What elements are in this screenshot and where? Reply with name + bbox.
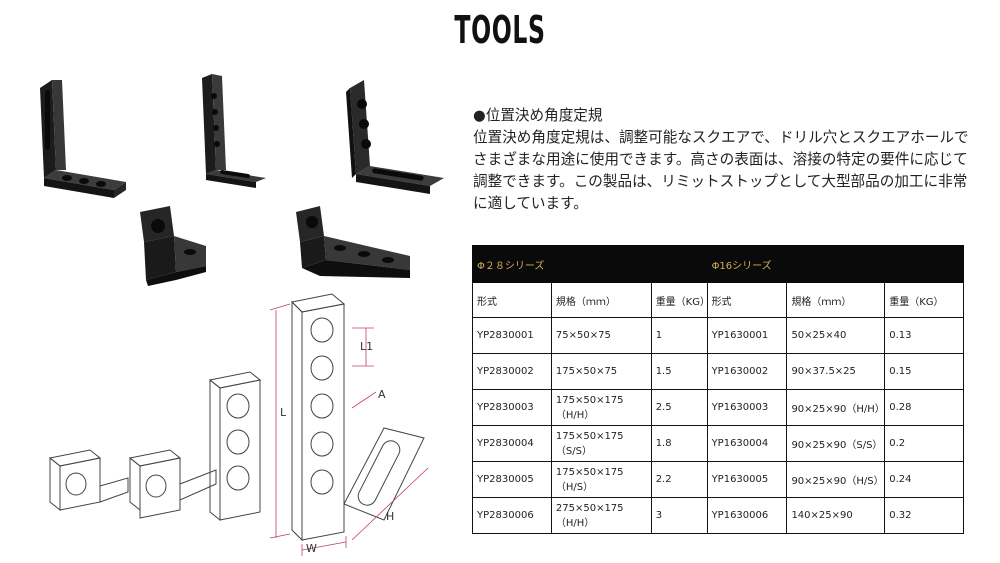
table-cell: 0.15	[884, 353, 964, 390]
spec-table: Φ２８シリーズ Φ16シリーズ 形式 規格（ｍｍ） 重量（KG） 形式 規格（ｍ…	[472, 245, 965, 534]
drawing-medium-block	[128, 449, 217, 519]
table-cell: 0.2	[884, 425, 964, 462]
dim-label-l1: L1	[360, 340, 373, 353]
col-header: 形式	[706, 282, 788, 318]
product-photo-slot-base-square	[346, 80, 444, 194]
col-header: 重量（KG）	[884, 282, 964, 318]
col-header: 規格（ｍｍ）	[550, 282, 652, 318]
column-header-row: 形式 規格（ｍｍ） 重量（KG） 形式 規格（ｍｍ） 重量（KG）	[472, 282, 964, 318]
col-header: 規格（ｍｍ）	[786, 282, 886, 318]
table-cell: 140×25×90	[786, 497, 886, 534]
series-phi16: Φ16シリーズ	[706, 245, 965, 283]
description-body: 位置決め角度定規は、調整可能なスクエアで、ドリル穴とスクエアホールでさまざまな用…	[473, 129, 969, 212]
table-cell: 75×50×75	[550, 317, 652, 354]
table-cell: YP1630002	[706, 353, 788, 390]
table-row: YP2830006 275×50×175（H/H） 3 YP1630006 14…	[472, 497, 964, 534]
product-description: ●位置決め角度定規 位置決め角度定規は、調整可能なスクエアで、ドリル穴とスクエア…	[473, 105, 973, 215]
col-header: 重量（KG）	[650, 282, 710, 318]
table-cell: 175×50×175（H/S）	[550, 461, 652, 498]
dim-label-w: W	[306, 542, 317, 555]
table-cell: 90×25×90（S/S）	[786, 425, 886, 462]
table-cell: 3	[650, 497, 708, 534]
product-photo-small-block	[140, 206, 206, 286]
technical-drawing: L L1 A H W	[48, 293, 429, 556]
table-cell: YP2830002	[472, 353, 552, 390]
table-cell: 175×50×175（H/H）	[550, 389, 652, 426]
table-cell: YP2830003	[472, 389, 552, 426]
col-header: 形式	[472, 282, 552, 318]
table-cell: 50×25×40	[786, 317, 886, 354]
product-photo-slotted-square	[40, 80, 126, 198]
drawing-three-hole-block	[208, 371, 262, 522]
table-cell: YP2830001	[472, 317, 552, 354]
drawing-five-hole-block	[290, 293, 425, 542]
dim-label-h: H	[386, 510, 394, 523]
dimension-lines	[269, 303, 429, 556]
table-cell: 1.5	[650, 353, 708, 390]
dim-label-a: A	[378, 388, 386, 401]
table-cell: 0.32	[884, 497, 964, 534]
table-cell: 275×50×175（H/H）	[550, 497, 652, 534]
series-header-row: Φ２８シリーズ Φ16シリーズ	[472, 245, 965, 283]
table-cell: 90×37.5×25	[786, 353, 886, 390]
table-cell: YP1630003	[706, 389, 788, 426]
table-cell: YP2830005	[472, 461, 552, 498]
product-photo-drilled-square	[202, 74, 266, 188]
table-cell: 0.24	[884, 461, 964, 498]
table-row: YP2830002 175×50×75 1.5 YP1630002 90×37.…	[472, 353, 964, 390]
table-row: YP2830001 75×50×75 1 YP1630001 50×25×40 …	[472, 317, 964, 354]
table-cell: YP2830006	[472, 497, 552, 534]
table-row: YP2830005 175×50×175（H/S） 2.2 YP1630005 …	[472, 461, 964, 498]
table-cell: 175×50×75	[550, 353, 652, 390]
table-cell: 2.2	[650, 461, 708, 498]
table-cell: 0.28	[884, 389, 964, 426]
drawing-small-block	[48, 449, 129, 512]
table-cell: 1	[650, 317, 708, 354]
table-cell: YP1630006	[706, 497, 788, 534]
description-heading: ●位置決め角度定規	[473, 107, 603, 124]
page-title: TOOLS	[454, 8, 546, 52]
table-cell: 90×25×90（H/S）	[786, 461, 886, 498]
product-photo-long-block	[296, 206, 410, 278]
table-cell: 1.8	[650, 425, 708, 462]
product-photos	[40, 74, 444, 286]
table-cell: 90×25×90（H/H）	[786, 389, 886, 426]
table-cell: YP1630004	[706, 425, 788, 462]
table-cell: YP1630005	[706, 461, 788, 498]
series-phi28: Φ２８シリーズ	[472, 245, 708, 283]
table-row: YP2830004 175×50×175（S/S） 1.8 YP1630004 …	[472, 425, 964, 462]
table-cell: 175×50×175（S/S）	[550, 425, 652, 462]
dim-label-l: L	[280, 406, 287, 419]
table-cell: 0.13	[884, 317, 964, 354]
table-cell: 2.5	[650, 389, 708, 426]
table-row: YP2830003 175×50×175（H/H） 2.5 YP1630003 …	[472, 389, 964, 426]
table-cell: YP1630001	[706, 317, 788, 354]
table-cell: YP2830004	[472, 425, 552, 462]
